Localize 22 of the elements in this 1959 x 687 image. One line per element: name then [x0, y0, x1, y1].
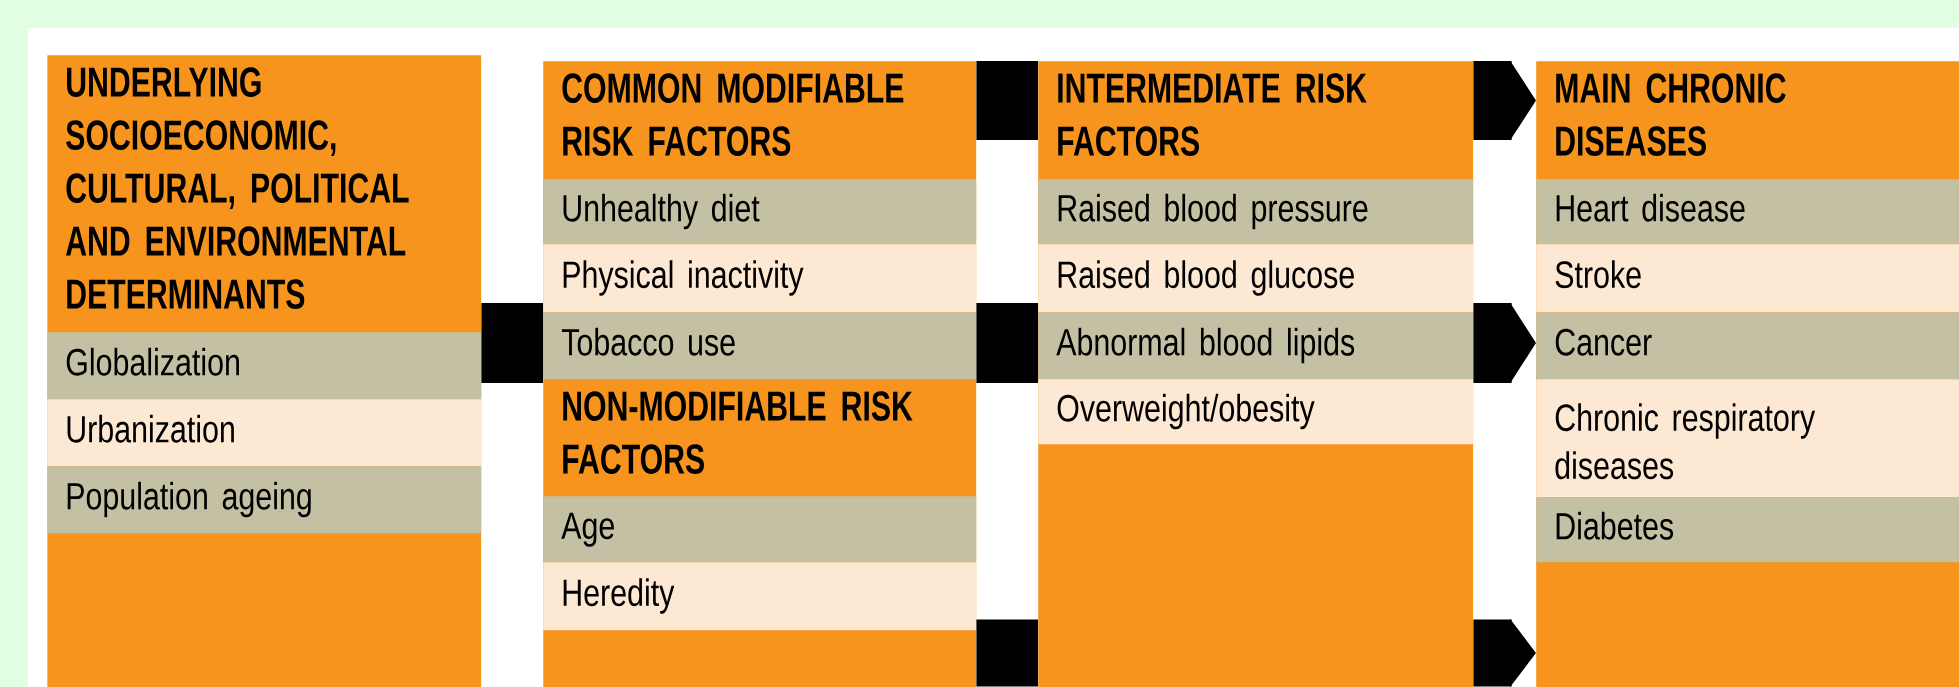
connector-block	[481, 303, 543, 383]
factor-row: Raised blood pressure	[1038, 179, 1474, 245]
factor-row: Overweight/obesity	[1038, 379, 1474, 445]
factor-row: Urbanization	[47, 399, 482, 467]
connector-block	[976, 619, 1038, 687]
connector-block	[976, 303, 1038, 383]
factor-row: Cancer	[1536, 312, 1959, 380]
factor-row: Diabetes	[1536, 497, 1959, 563]
arrow	[1473, 618, 1536, 687]
factor-row: Physical inactivity	[543, 244, 977, 313]
factor-row: Tobacco use	[543, 312, 977, 380]
factor-row: Population ageing	[47, 466, 482, 534]
factor-row: Heredity	[543, 562, 977, 631]
factor-row: Abnormal blood lipids	[1038, 312, 1474, 380]
factor-row: Raised blood glucose	[1038, 244, 1474, 313]
factor-row: Heart disease	[1536, 179, 1959, 245]
factor-row: Age	[543, 496, 977, 563]
connector-block	[976, 61, 1038, 140]
factor-row: Globalization	[47, 332, 482, 400]
factor-row: Unhealthy diet	[543, 179, 977, 245]
factor-row: Chronic respiratory diseases	[1536, 379, 1959, 498]
factor-row: Stroke	[1536, 244, 1959, 313]
